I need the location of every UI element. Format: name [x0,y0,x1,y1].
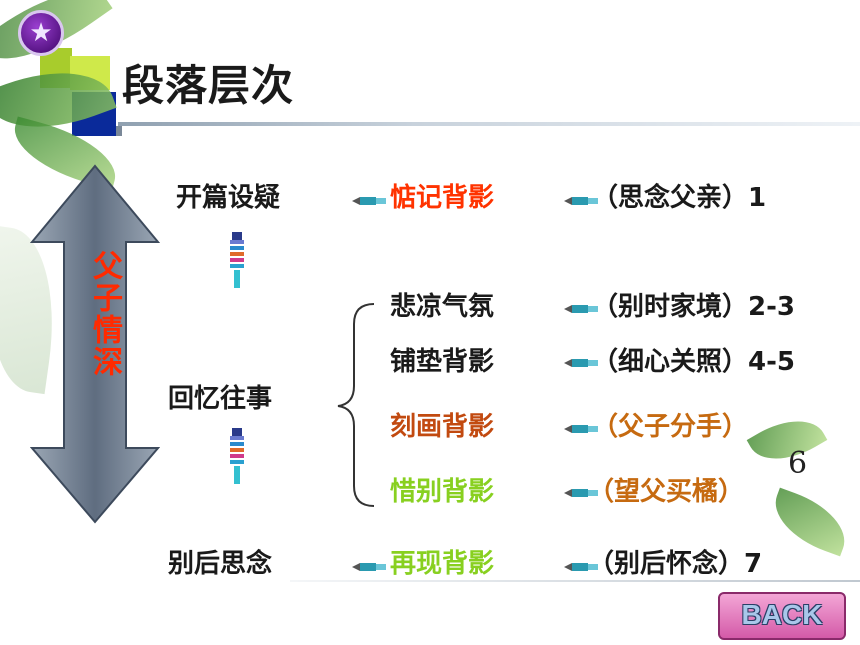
bottom-divider [290,580,860,582]
detail-label: （思念父亲）1 [592,183,767,213]
pen-icon [564,359,598,367]
page-title: 段落层次 [122,61,295,110]
spring-icon [230,232,244,288]
detail-label: （细心关照）4-5 [592,347,795,377]
page-number: 6 [788,446,808,481]
title-divider [118,122,860,126]
detail-label: （望父买橘） [588,477,745,507]
section-label-opening: 开篇设疑 [176,183,281,213]
pen-icon [564,197,598,205]
deco-square-grey [116,126,122,136]
star-badge-icon: ★ [18,10,64,56]
pen-icon [352,563,386,571]
leaf-decoration [746,405,828,475]
section-label-recall: 回忆往事 [168,384,273,414]
pen-icon [564,489,598,497]
back-button[interactable]: BACK [718,592,846,640]
topic-label: 悲凉气氛 [390,292,495,322]
topic-label: 刻画背影 [390,412,495,442]
detail-label: （别时家境）2-3 [592,292,795,322]
topic-label: 惦记背影 [390,183,495,213]
spring-icon [230,428,244,484]
double-arrow-icon [30,164,160,524]
pen-icon [564,563,598,571]
section-label-after: 别后思念 [168,549,273,579]
detail-label: （别后怀念）7 [588,549,763,579]
leaf-decoration [764,487,856,557]
topic-label: 再现背影 [390,549,495,579]
detail-label: （父子分手） [592,412,749,442]
side-label: 父子情深 [87,250,122,378]
topic-label: 铺垫背影 [390,347,495,377]
topic-label: 惜别背影 [390,477,495,507]
pen-icon [564,425,598,433]
bracket-brace [337,303,375,507]
pen-icon [564,305,598,313]
pen-icon [352,197,386,205]
